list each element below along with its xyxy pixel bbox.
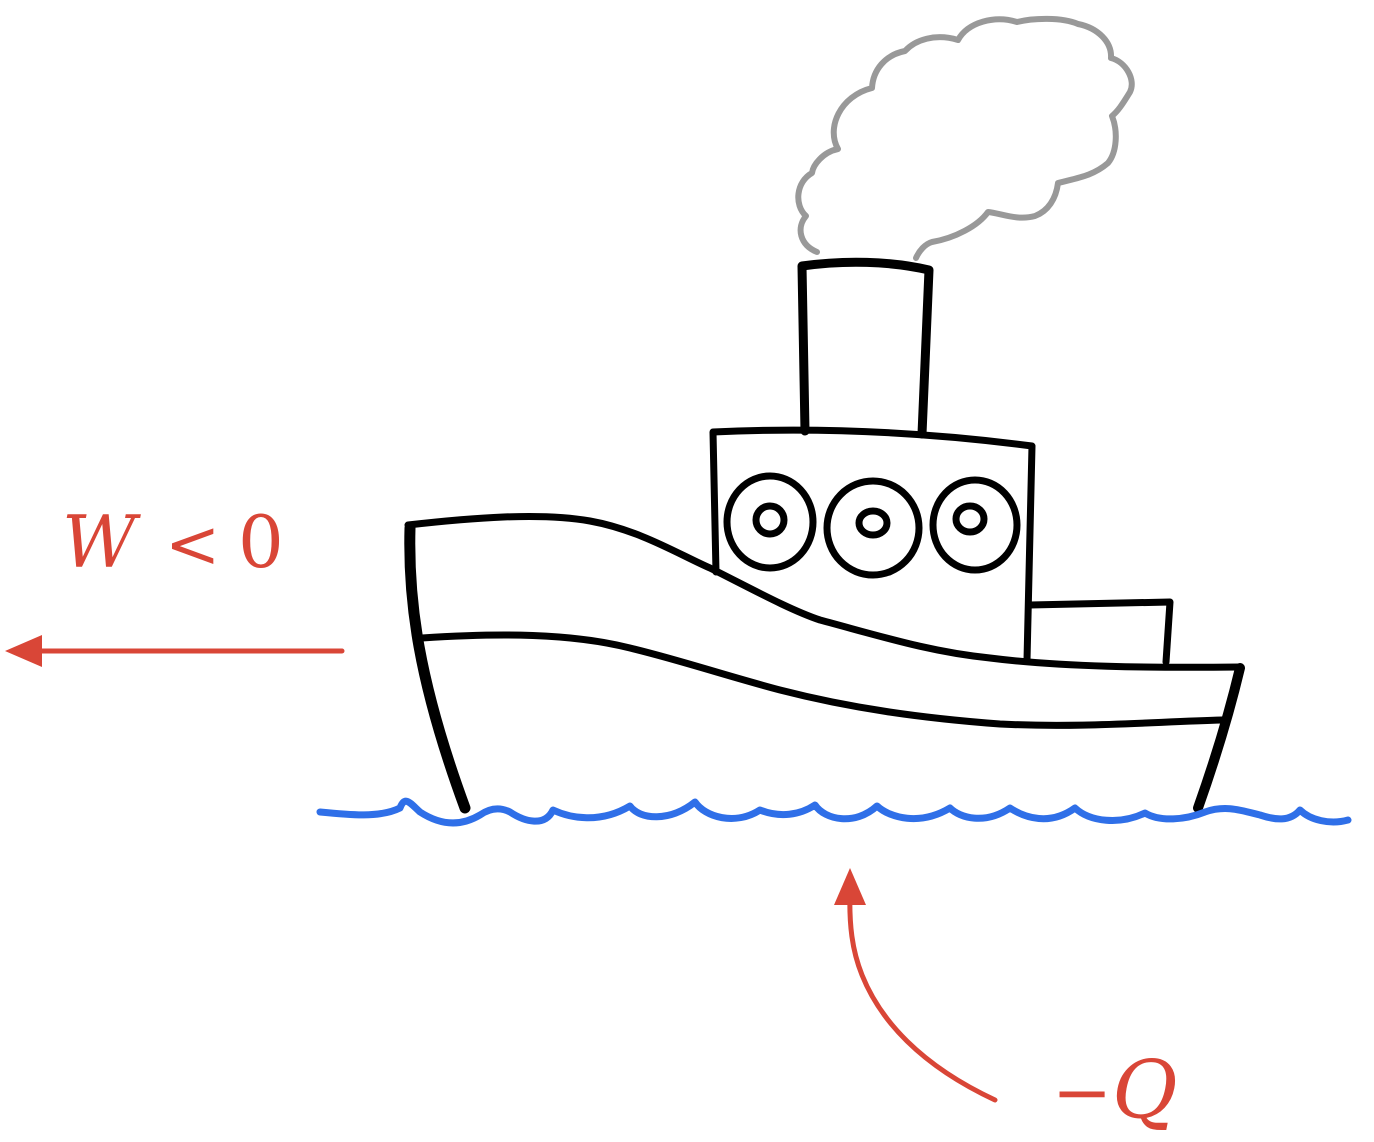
work-label-relation: <	[165, 506, 220, 583]
heat-label-sign: −	[1052, 1050, 1112, 1134]
work-label-value: 0	[238, 500, 284, 584]
ship-hull-stripe	[418, 631, 1226, 729]
smoke-cloud	[795, 15, 1135, 261]
ship-hull-bow	[1193, 663, 1245, 813]
ship-funnel	[797, 257, 934, 439]
work-label-var: W	[62, 500, 141, 584]
ship-deckhouse	[1026, 598, 1174, 666]
heat-arrow	[847, 887, 998, 1103]
porthole-middle	[823, 477, 923, 579]
heat-arrowhead-icon	[834, 868, 866, 905]
ship-deck	[404, 512, 1244, 671]
porthole-right	[929, 476, 1021, 574]
ship-hull-stern	[404, 522, 471, 814]
work-arrowhead-icon	[5, 635, 42, 667]
ship-cabin	[709, 426, 1036, 664]
water-waves	[316, 797, 1352, 827]
heat-label-var: Q	[1112, 1043, 1178, 1136]
porthole-left	[723, 472, 817, 572]
